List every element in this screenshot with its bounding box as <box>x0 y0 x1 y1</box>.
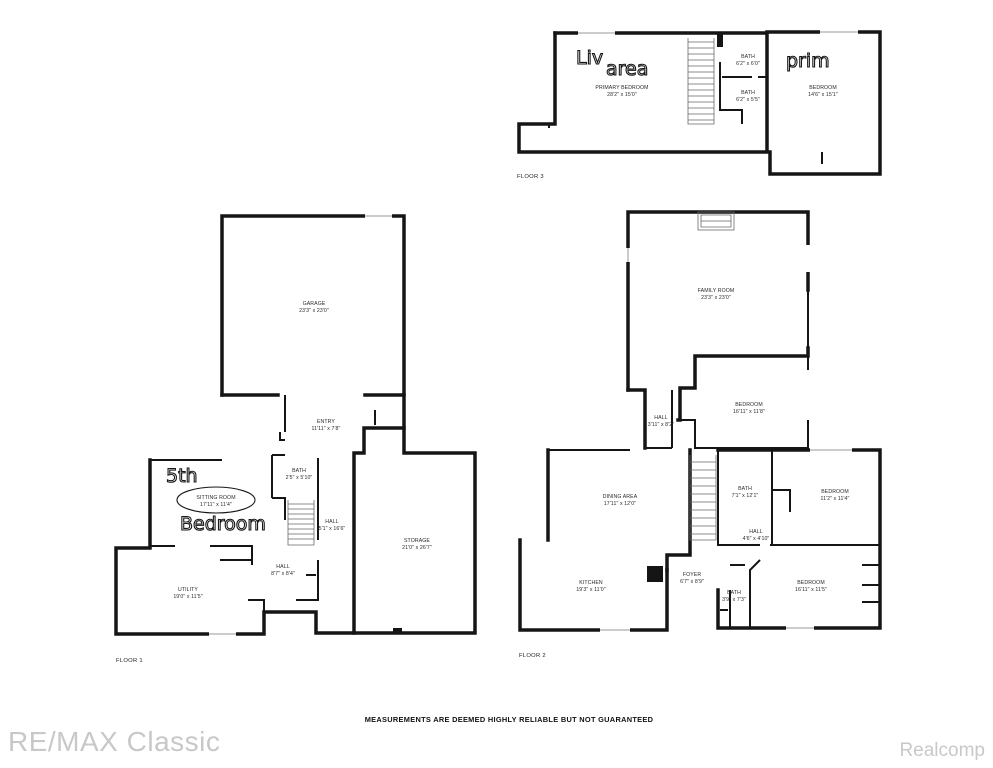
room-label: BEDROOM <box>797 580 825 586</box>
realcomp-watermark: Realcomp <box>899 740 985 761</box>
room-dimensions: 7'1" x 12'1" <box>732 493 759 499</box>
handwritten-fifth: 5th <box>166 465 198 487</box>
room-dimensions: 16'11" x 11'8" <box>733 409 765 415</box>
room-dimensions: 6'2" x 6'0" <box>736 61 760 67</box>
room-label: FAMILY ROOM <box>698 288 735 294</box>
room-label: HALL <box>276 564 289 570</box>
room-label: BATH <box>292 468 306 474</box>
floor-label: FLOOR 3 <box>517 174 544 180</box>
room-dimensions: 4'6" x 4'10" <box>743 536 770 542</box>
room-label: BEDROOM <box>809 85 837 91</box>
room-label: STORAGE <box>404 538 430 544</box>
handwritten-prim: prim <box>786 50 830 72</box>
room-dimensions: 17'11" x 11'4" <box>200 502 232 508</box>
floor-label: FLOOR 2 <box>519 653 546 659</box>
room-label: BATH <box>738 486 752 492</box>
remax-watermark: RE/MAX Classic <box>8 726 221 757</box>
room-dimensions: 19'3" x 11'0" <box>576 587 605 593</box>
room-label: BEDROOM <box>821 489 849 495</box>
room-dimensions: 3'9" x 7'3" <box>722 597 746 603</box>
room-dimensions: 11'2" x 11'4" <box>821 496 850 502</box>
room-label: BATH <box>741 90 755 96</box>
room-dimensions: 11'11" x 7'8" <box>312 426 341 432</box>
room-label: ENTRY <box>317 419 335 425</box>
room-dimensions: 19'0" x 11'5" <box>173 594 202 600</box>
room-dimensions: 16'11" x 11'5" <box>795 587 827 593</box>
handwritten-bedroom: Bedroom <box>180 513 266 535</box>
handwritten-liv: Liv <box>576 47 603 69</box>
room-label: GARAGE <box>303 301 326 307</box>
room-dimensions: 23'3" x 23'0" <box>299 308 329 314</box>
room-label: HALL <box>749 529 762 535</box>
floor-1-plan: 5th Bedroom GARAGE 23'3" x 23'0" ENTRY 1… <box>114 214 477 664</box>
room-dimensions: 5'1" x 16'6" <box>319 526 346 532</box>
room-label: BATH <box>727 590 741 596</box>
room-dimensions: 17'11" x 12'0" <box>604 501 636 507</box>
room-dimensions: 6'2" x 5'5" <box>736 97 760 103</box>
handwritten-circle <box>176 486 256 514</box>
room-dimensions: 6'7" x 8'9" <box>680 579 704 585</box>
room-dimensions: 21'0" x 26'7" <box>402 545 432 551</box>
room-dimensions: 2'5" x 5'10" <box>286 475 313 481</box>
room-label: FOYER <box>683 572 702 578</box>
room-dimensions: 8'7" x 8'4" <box>271 571 295 577</box>
room-dimensions: 23'3" x 23'0" <box>701 295 731 301</box>
room-dimensions: 3'11" x 8'2" <box>648 422 674 428</box>
room-label: PRIMARY BEDROOM <box>595 85 648 91</box>
room-label: SITTING ROOM <box>196 495 235 501</box>
room-label: UTILITY <box>178 587 198 593</box>
room-dimensions: 14'6" x 15'1" <box>808 92 838 98</box>
disclaimer-note: MEASUREMENTS ARE DEEMED HIGHLY RELIABLE … <box>365 715 654 724</box>
room-label: HALL <box>654 415 667 421</box>
room-label: DINING AREA <box>603 494 638 500</box>
room-label: KITCHEN <box>579 580 603 586</box>
room-label: BATH <box>741 54 755 60</box>
floor-label: FLOOR 1 <box>116 658 143 664</box>
floor-2-plan: FAMILY ROOM 23'3" x 23'0" BEDROOM 16'11"… <box>518 210 882 659</box>
handwritten-area: area <box>606 58 648 80</box>
room-label: BEDROOM <box>735 402 763 408</box>
floor-3-plan: Liv area prim PRIMARY BEDROOM 28'2" x 15… <box>517 30 882 180</box>
room-dimensions: 28'2" x 15'0" <box>607 92 637 98</box>
room-label: HALL <box>325 519 338 525</box>
